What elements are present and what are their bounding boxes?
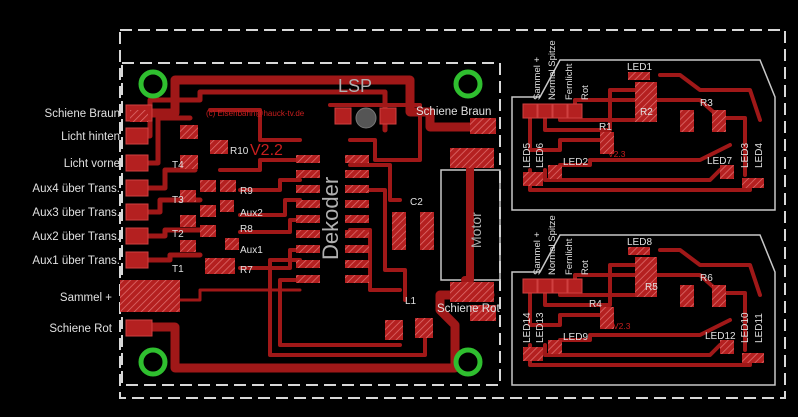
led-board-bottom-outline: [511, 234, 776, 386]
right-rail-bottom-label: Schiene Rot: [437, 303, 500, 315]
led-top-r3: R3: [700, 98, 713, 109]
led-bottom-fernlicht: Fernlicht: [564, 238, 575, 275]
led-top-normal: Normal Spitze: [547, 40, 558, 100]
led-bottom-components: [522, 247, 764, 363]
led-bottom-led14: LED14: [522, 312, 533, 343]
label-aux2: Aux2 über Trans.: [32, 231, 120, 243]
decoder-ic: [296, 155, 369, 283]
main-board-outline: [121, 62, 501, 386]
led-board-top-outline: [511, 59, 776, 211]
led-bottom-led13: LED13: [535, 312, 546, 343]
led-bottom-led9: LED9: [563, 332, 588, 343]
mounting-hole-bottom-left: [138, 347, 168, 377]
part-r7: R7: [240, 265, 253, 276]
label-aux1: Aux1 über Trans.: [32, 255, 120, 267]
mounting-hole-bottom-right: [453, 347, 483, 377]
led-bottom-normal: Normal Spitze: [547, 215, 558, 275]
led-bottom-r4: R4: [589, 299, 602, 310]
led-top-rot: Rot: [580, 85, 591, 100]
led-top-r2: R2: [640, 107, 653, 118]
led-top-led1: LED1: [627, 62, 652, 73]
led-top-components: [522, 72, 764, 188]
label-aux4: Aux4 über Trans.: [32, 183, 120, 195]
power-components: [385, 118, 496, 340]
led-top-led6: LED6: [535, 143, 546, 168]
led-top-led5: LED5: [522, 143, 533, 168]
led-top-sammel: Sammel +: [532, 57, 543, 100]
led-bottom-version: V2.3: [613, 321, 631, 331]
part-r10: R10: [230, 146, 249, 157]
main-version: V2.2: [250, 142, 283, 159]
led-top-fernlicht: Fernlicht: [564, 63, 575, 100]
part-r8: R8: [240, 224, 253, 235]
edge-pads: [120, 104, 180, 337]
led-bottom-rot: Rot: [580, 260, 591, 275]
part-c2: C2: [410, 197, 423, 208]
led-bottom-led10: LED10: [740, 312, 751, 343]
lsp-label: LSP: [338, 76, 372, 96]
decoder-label: Dekoder: [318, 177, 343, 260]
led-top-led4: LED4: [754, 143, 765, 168]
part-r9: R9: [240, 186, 253, 197]
outer-board-outline: [119, 29, 786, 399]
part-t2: T2: [172, 229, 184, 240]
label-licht-hinten: Licht hinten: [61, 131, 120, 143]
label-schiene-rot: Schiene Rot: [49, 323, 112, 335]
label-sammel-plus: Sammel +: [60, 292, 112, 304]
part-l1: L1: [405, 296, 417, 307]
led-bottom-led11: LED11: [754, 313, 765, 343]
lsp-pad: [355, 107, 377, 129]
led-bottom-led12: LED12: [705, 331, 736, 342]
led-bottom-r5: R5: [645, 282, 658, 293]
led-top-version: V2.3: [608, 149, 626, 159]
led-bottom-led8: LED8: [627, 237, 652, 248]
smd-components: [130, 107, 397, 274]
label-schiene-braun: Schiene Braun: [45, 108, 120, 120]
right-rail-top-label: Schiene Braun: [416, 106, 491, 118]
led-top-led3: LED3: [740, 143, 751, 168]
led-top-led7: LED7: [707, 156, 732, 167]
mounting-hole-top-right: [453, 69, 483, 99]
mounting-hole-top-left: [138, 69, 168, 99]
motor-label: Motor: [468, 212, 484, 248]
part-t4: T4: [172, 160, 184, 171]
part-aux2: Aux2: [240, 208, 263, 219]
led-bottom-sammel: Sammel +: [532, 232, 543, 275]
label-licht-vorne: Licht vorne: [64, 158, 120, 170]
part-t3: T3: [172, 195, 184, 206]
led-top-r1: R1: [599, 122, 612, 133]
copyright-text: (c) Eisenbahn@hauck-tv.de: [206, 109, 305, 118]
led-top-led2: LED2: [563, 157, 588, 168]
part-t1: T1: [172, 264, 184, 275]
label-aux3: Aux3 über Trans.: [32, 207, 120, 219]
led-bottom-r6: R6: [700, 273, 713, 284]
part-aux1: Aux1: [240, 245, 263, 256]
motor-cutout: [440, 169, 501, 281]
